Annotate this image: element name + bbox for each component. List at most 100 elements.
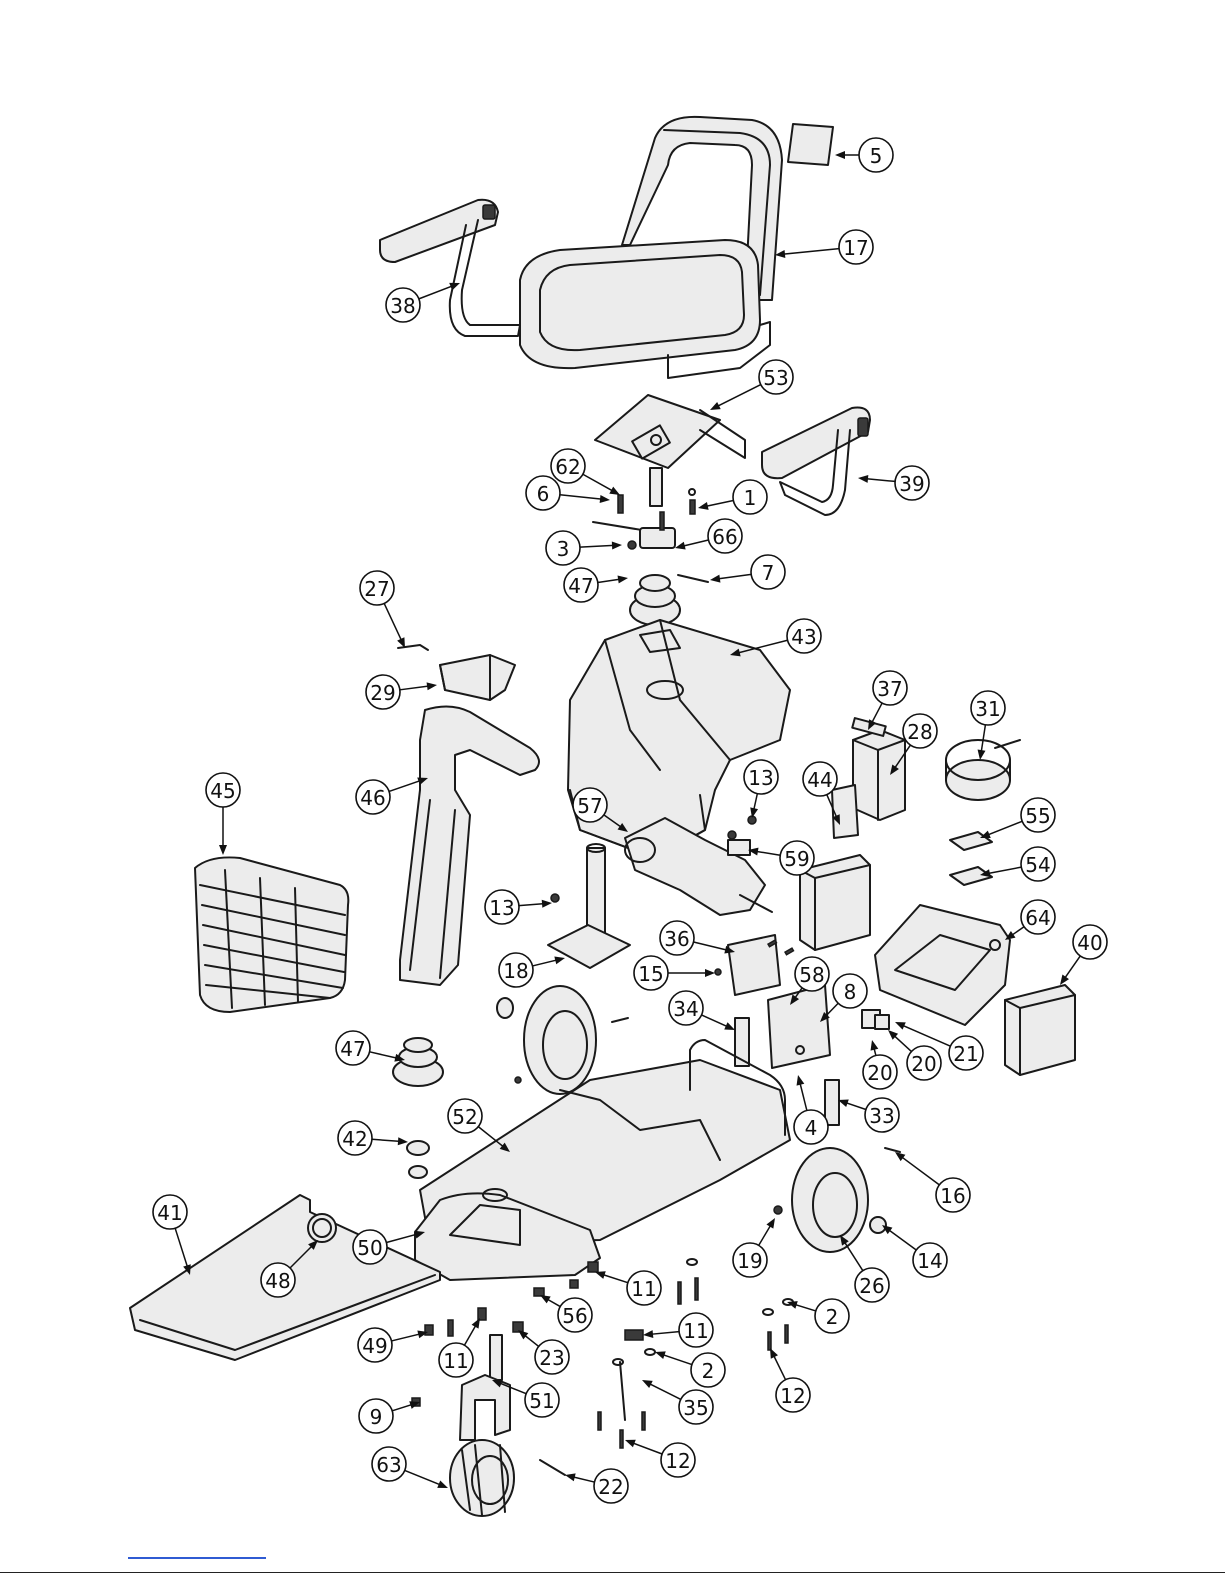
callout-5: 5 — [835, 138, 893, 172]
callout-11: 11 — [643, 1313, 713, 1347]
callout-23: 23 — [518, 1330, 569, 1374]
leader-arrowhead — [642, 1380, 653, 1388]
leader-arrowhead — [775, 250, 785, 258]
leader-arrowhead — [895, 1152, 905, 1161]
charger — [832, 718, 905, 838]
callout-label: 3 — [557, 537, 570, 561]
leader-arrowhead — [437, 1481, 448, 1488]
callout-label: 51 — [529, 1389, 554, 1413]
leader-arrowhead — [698, 502, 709, 510]
callout-47: 47 — [564, 568, 628, 602]
callout-47: 47 — [336, 1031, 405, 1065]
leader-line — [560, 495, 604, 500]
callout-45: 45 — [206, 773, 240, 855]
cap-48 — [308, 1214, 336, 1242]
leader-arrowhead — [540, 1295, 551, 1303]
callout-15: 15 — [634, 956, 715, 990]
leader-line — [715, 385, 760, 408]
leader-arrowhead — [625, 1440, 636, 1447]
callout-41: 41 — [153, 1195, 191, 1275]
callout-29: 29 — [366, 675, 437, 709]
leader-line — [419, 285, 455, 299]
leader-arrowhead — [871, 1040, 879, 1051]
callout-label: 44 — [807, 768, 832, 792]
leader-arrowhead — [770, 1348, 778, 1359]
callout-label: 21 — [953, 1042, 978, 1066]
callout-label: 29 — [370, 681, 395, 705]
callout-label: 50 — [357, 1236, 382, 1260]
callout-label: 20 — [867, 1061, 892, 1085]
callout-label: 40 — [1077, 931, 1102, 955]
callout-label: 12 — [665, 1449, 690, 1473]
callout-label: 13 — [489, 896, 514, 920]
callout-label: 2 — [826, 1305, 839, 1329]
callout-label: 56 — [562, 1304, 587, 1328]
seat-post — [548, 844, 630, 968]
basket — [195, 857, 348, 1012]
callout-label: 54 — [1025, 853, 1050, 877]
leader-arrowhead — [797, 1075, 805, 1086]
callout-label: 37 — [877, 677, 902, 701]
leader-arrowhead — [472, 1318, 480, 1329]
leader-line — [649, 1332, 679, 1335]
callout-label: 48 — [265, 1269, 290, 1293]
callout-13: 13 — [485, 890, 552, 924]
swivel-boot-top — [630, 575, 680, 625]
callout-label: 45 — [210, 779, 235, 803]
leader-line — [392, 1333, 423, 1341]
callout-27: 27 — [360, 571, 405, 648]
leader-line — [370, 1052, 400, 1059]
leader-line — [716, 574, 751, 579]
callout-label: 49 — [362, 1334, 387, 1358]
footer-link-underline[interactable] — [128, 1557, 266, 1559]
leader-arrowhead — [978, 750, 986, 760]
leader-arrowhead — [397, 637, 405, 648]
callout-12: 12 — [625, 1440, 695, 1477]
callout-label: 11 — [683, 1319, 708, 1343]
bottom-rule — [0, 1572, 1225, 1573]
callout-9: 9 — [359, 1399, 420, 1433]
callout-label: 43 — [791, 625, 816, 649]
callout-label: 14 — [917, 1249, 942, 1273]
leader-line — [601, 1274, 628, 1283]
callout-43: 43 — [730, 619, 821, 656]
callout-1: 1 — [698, 480, 767, 514]
leader-arrowhead — [427, 682, 437, 690]
callout-label: 52 — [452, 1105, 477, 1129]
callout-label: 36 — [664, 927, 689, 951]
callout-label: 27 — [364, 577, 389, 601]
callout-19: 19 — [733, 1218, 775, 1277]
leader-line — [400, 686, 431, 690]
leader-arrowhead — [724, 1022, 735, 1030]
callout-18: 18 — [499, 953, 565, 987]
callout-37: 37 — [868, 671, 907, 730]
callout-label: 31 — [975, 697, 1000, 721]
leader-arrowhead — [835, 151, 845, 159]
leader-line — [986, 867, 1021, 874]
callout-14: 14 — [882, 1225, 947, 1277]
charger-round — [946, 740, 1020, 800]
callout-13: 13 — [744, 760, 778, 818]
callout-label: 2 — [702, 1359, 715, 1383]
leader-line — [519, 903, 546, 905]
callout-label: 13 — [748, 766, 773, 790]
callout-label: 57 — [577, 794, 602, 818]
callout-label: 59 — [784, 847, 809, 871]
callout-label: 53 — [763, 366, 788, 390]
callout-label: 1 — [744, 486, 757, 510]
leader-line — [580, 545, 616, 547]
rear-wheel-left — [497, 986, 596, 1094]
callout-63: 63 — [372, 1447, 448, 1488]
leader-arrowhead — [449, 283, 460, 290]
battery-tray — [875, 905, 1010, 1025]
armrest-right — [762, 408, 870, 516]
callout-label: 4 — [805, 1116, 818, 1140]
leader-arrowhead — [710, 402, 721, 410]
leader-line — [647, 1383, 680, 1400]
leader-line — [389, 780, 422, 791]
rear-shroud — [568, 620, 790, 858]
leader-arrowhead — [600, 495, 610, 503]
leader-line — [372, 1139, 402, 1141]
leader-line — [694, 942, 730, 951]
